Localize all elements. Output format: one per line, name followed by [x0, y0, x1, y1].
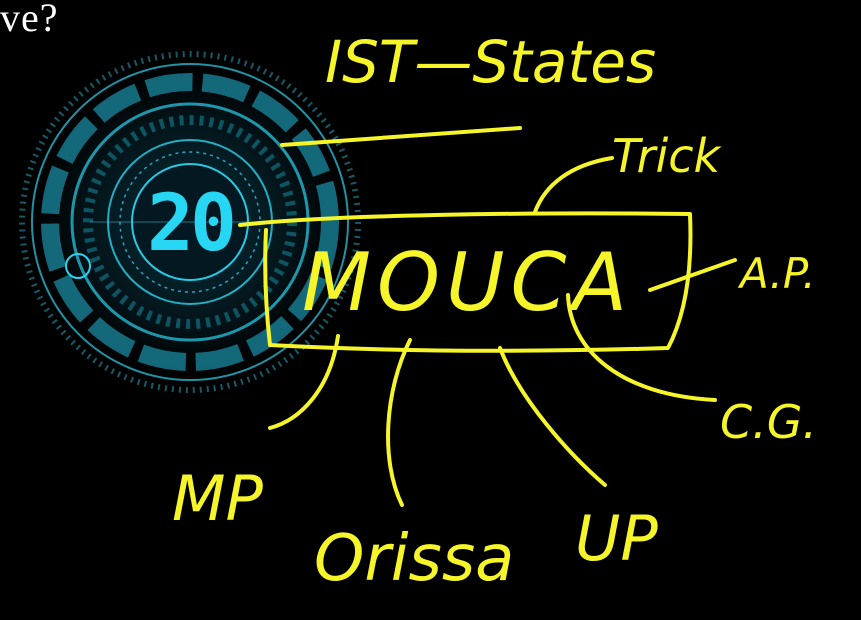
annotation-ap: A.P. [737, 249, 816, 298]
annotation-cg: C.G. [720, 395, 817, 449]
up-connector [498, 346, 607, 487]
annotation-mnemonic: MOUCA [302, 236, 633, 329]
ap-connector [648, 258, 737, 292]
cg-connector [566, 293, 717, 402]
orissa-connector [386, 338, 412, 507]
annotation-trick-label: Trick [612, 129, 723, 183]
question-text-fragment: ve? [0, 0, 59, 40]
annotation-title: IST—States [325, 28, 656, 96]
annotation-up: UP [575, 502, 658, 575]
countdown-timer-dial: 20 [15, 47, 365, 397]
trick-pointer-curve [533, 156, 614, 214]
mp-connector [268, 334, 340, 430]
annotation-orissa: Orissa [314, 522, 514, 596]
timer-digits: 20 [147, 179, 233, 269]
handwritten-annotations: IST—States Trick MOUCA A.P. C.G. MP Oris… [172, 28, 817, 596]
mnemonic-box [238, 211, 693, 353]
annotation-mp: MP [172, 462, 263, 535]
underline-stroke [280, 126, 522, 147]
